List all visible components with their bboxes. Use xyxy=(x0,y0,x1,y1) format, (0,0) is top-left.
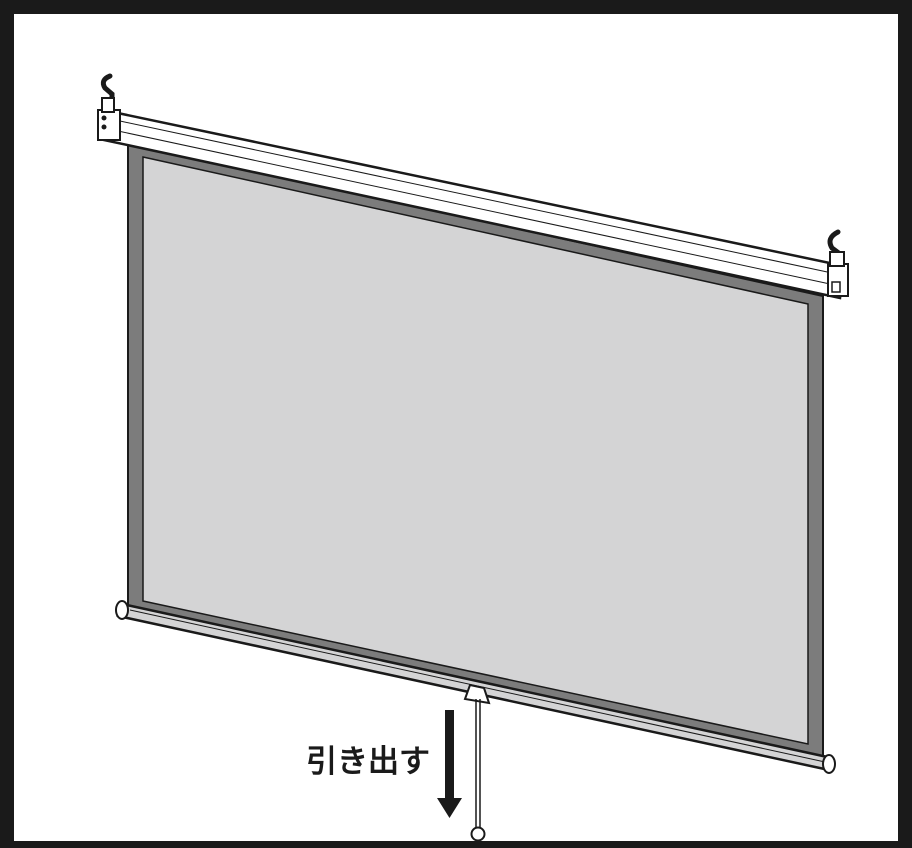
pull-handle xyxy=(463,683,491,705)
roller-case xyxy=(97,109,849,300)
pull-cord xyxy=(475,699,481,828)
ring-icon xyxy=(470,826,486,842)
pull-instruction-label: 引き出す xyxy=(306,744,430,780)
screen-surface xyxy=(142,156,809,745)
hook-icon xyxy=(827,229,845,267)
arrow-down-icon xyxy=(437,710,462,818)
hook-icon xyxy=(100,73,115,113)
case-end-cap-right xyxy=(827,263,849,297)
case-end-cap-left xyxy=(97,109,121,141)
